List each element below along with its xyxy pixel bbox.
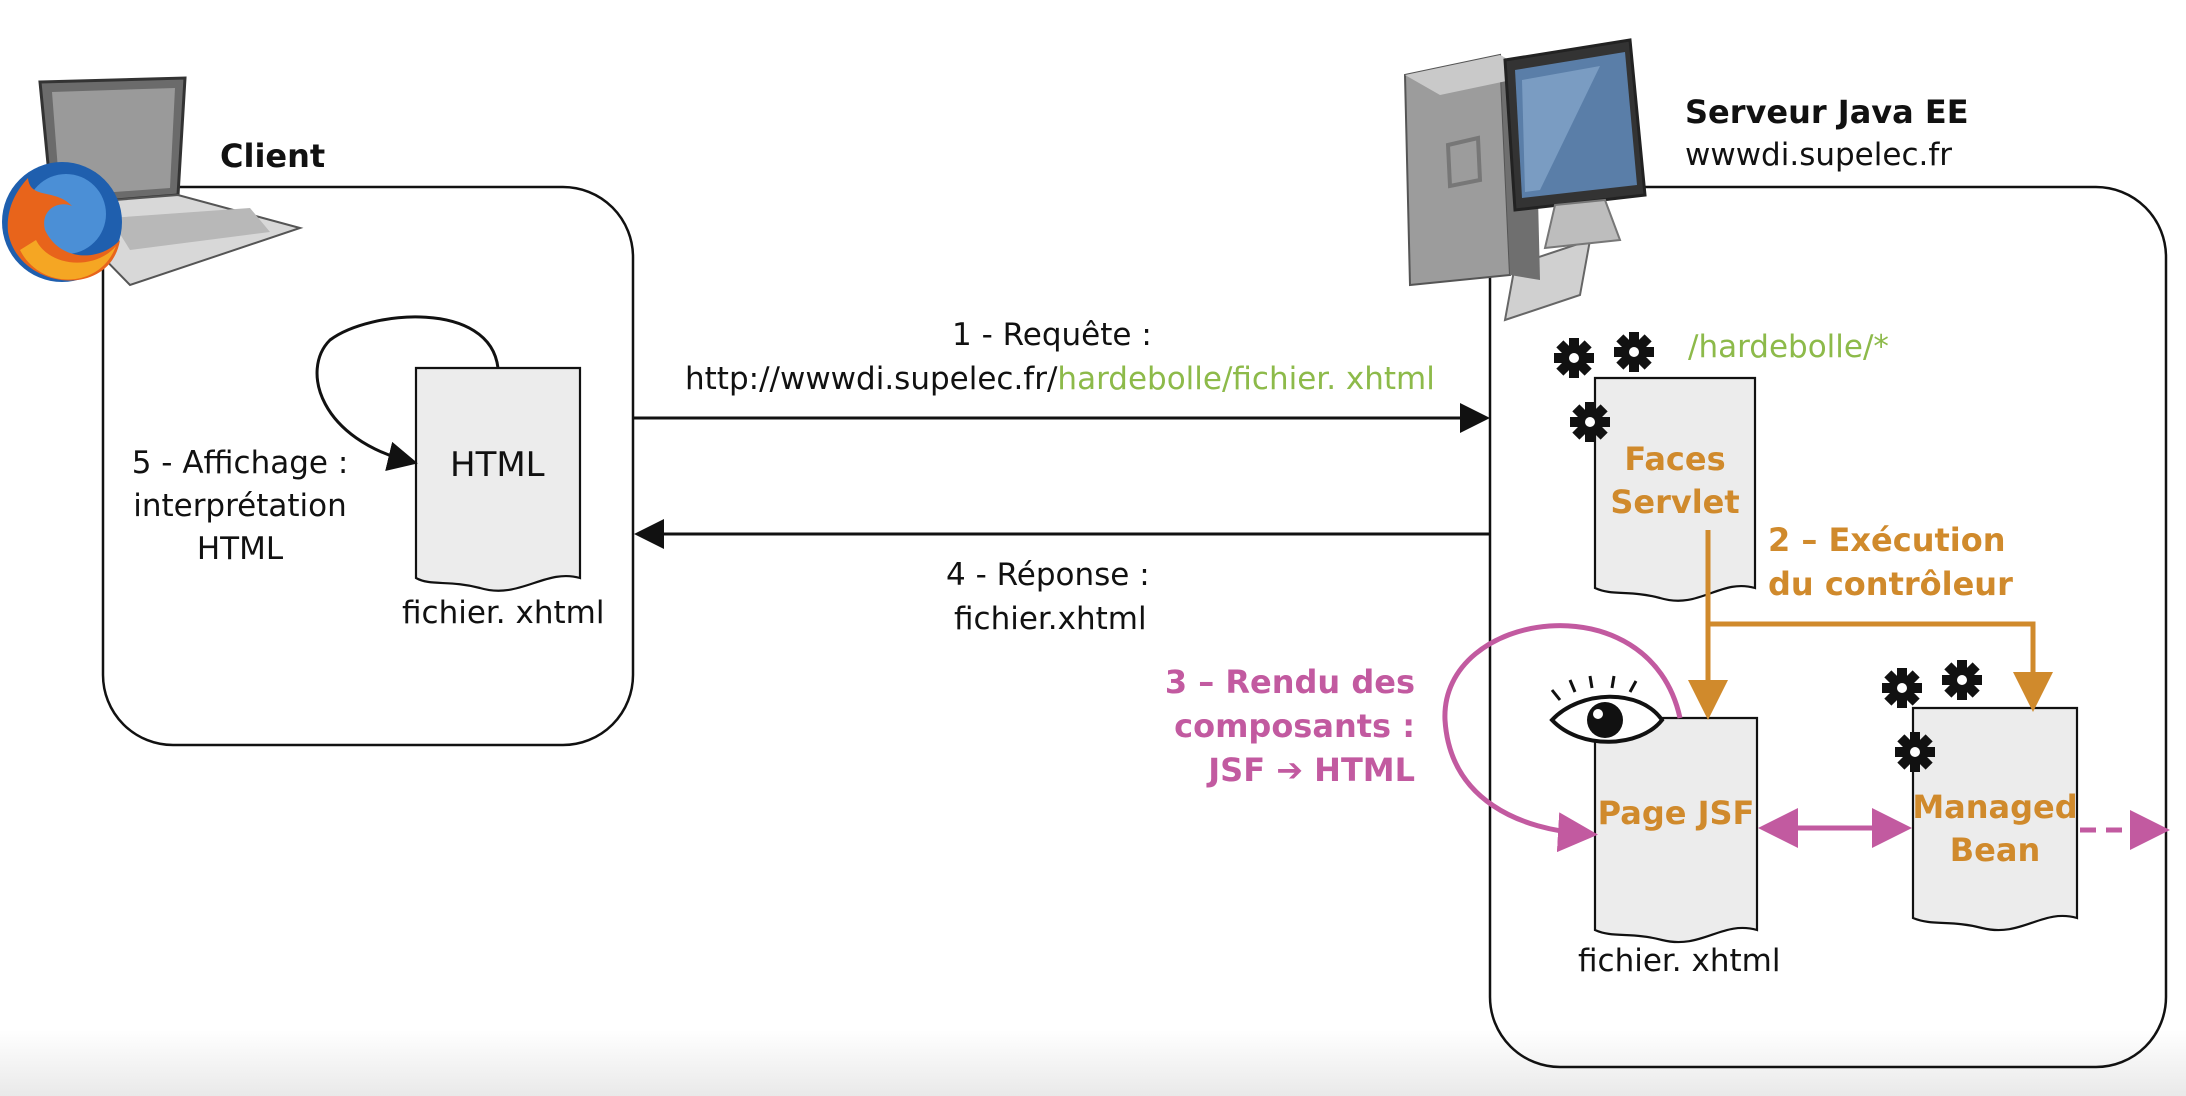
step2-line-1: 2 – Exécution xyxy=(1768,521,2006,559)
client-title: Client xyxy=(220,137,326,175)
servlet-path: /hardebolle/* xyxy=(1688,329,1889,365)
page-jsf-document xyxy=(1593,716,1759,944)
step5-line-2: interprétation xyxy=(133,488,347,524)
server-host: wwwdi.supelec.fr xyxy=(1685,137,1952,173)
faces-servlet-document xyxy=(1593,376,1757,602)
request-url-prefix: http://wwwdi.supelec.fr/ xyxy=(685,361,1058,397)
faces-servlet-line-2: Servlet xyxy=(1610,483,1740,521)
managed-bean-document xyxy=(1911,706,2079,932)
managed-bean-line-2: Bean xyxy=(1949,831,2041,869)
server-box xyxy=(1488,185,2168,1069)
response-label: 4 - Réponse : xyxy=(946,557,1150,593)
step3-label: 3 – Rendu des composants : JSF ➔ HTML xyxy=(1150,660,1415,792)
laptop-icon xyxy=(38,76,304,287)
step3-line-2: composants : xyxy=(1174,707,1415,745)
request-url-path: hardebolle/fichier. xhtml xyxy=(1057,361,1435,397)
step5-line-3: HTML xyxy=(196,531,284,567)
step2-label: 2 – Exécution du contrôleur xyxy=(1768,518,2013,606)
faces-servlet-label: Faces Servlet xyxy=(1595,438,1755,524)
server-filename: fichier. xhtml xyxy=(1578,943,1781,979)
step3-line-1: 3 – Rendu des xyxy=(1164,663,1415,701)
server-computer-icon xyxy=(1403,38,1647,322)
eye-icon xyxy=(1549,675,1665,744)
managed-bean-label: Managed Bean xyxy=(1905,786,2085,872)
faces-servlet-line-1: Faces xyxy=(1624,440,1726,478)
client-box xyxy=(101,185,635,747)
footer-band xyxy=(0,1030,2186,1096)
client-html-document xyxy=(414,366,582,592)
servlet-to-bean-arrow xyxy=(1708,621,2053,712)
managed-bean-line-1: Managed xyxy=(1912,788,2078,826)
response-file: fichier.xhtml xyxy=(954,601,1147,637)
step3-line-3: JSF ➔ HTML xyxy=(1208,751,1415,789)
display-loop-arrow xyxy=(315,315,500,471)
server-title: Serveur Java EE xyxy=(1685,93,1969,131)
client-doc-label: HTML xyxy=(450,445,545,485)
page-jsf-label: Page JSF xyxy=(1597,794,1755,832)
client-filename: fichier. xhtml xyxy=(402,595,605,631)
step2-line-2: du contrôleur xyxy=(1768,565,2013,603)
step5-line-1: 5 - Affichage : xyxy=(131,445,349,481)
firefox-icon xyxy=(2,162,122,282)
step5-label: 5 - Affichage : interprétation HTML xyxy=(130,442,350,571)
request-url: http://wwwdi.supelec.fr/hardebolle/fichi… xyxy=(685,364,1435,395)
render-loop-arrow xyxy=(1442,623,1683,853)
request-label: 1 - Requête : xyxy=(952,317,1152,353)
